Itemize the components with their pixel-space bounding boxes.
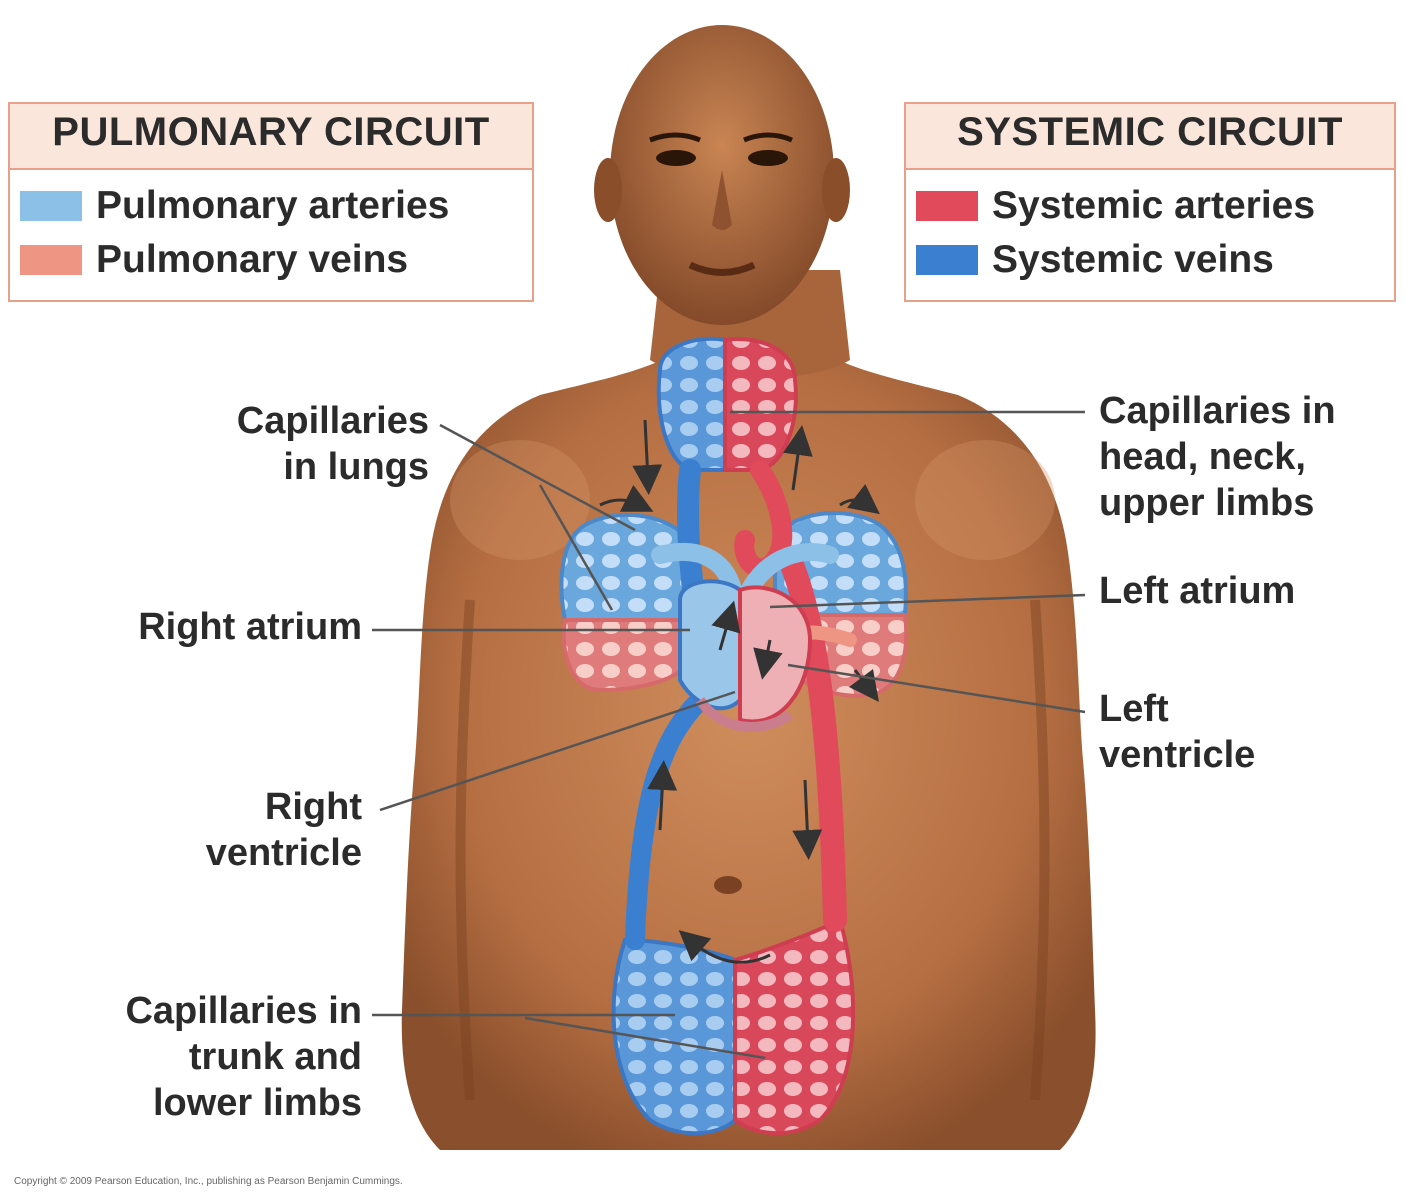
legend-body	[10, 170, 532, 300]
leader-lines	[372, 410, 1086, 1060]
label-capillaries-in-lungs: Capillaries in lungs	[236, 400, 429, 488]
legend-item-systemic-arteries: Systemic arteries	[916, 184, 1315, 228]
legend-label: Systemic veins	[992, 238, 1274, 281]
flow-arrows	[599, 419, 880, 964]
lung-capillaries-right	[559, 512, 692, 693]
label-right-ventricle: Right ventricle	[205, 786, 362, 874]
pulmonary-legend-title: PULMONARY CIRCUIT	[52, 110, 490, 154]
head	[594, 25, 850, 325]
label-left-ventricle: Left ventricle	[1099, 688, 1256, 776]
label-left-atrium: Left atrium	[1099, 570, 1296, 612]
copyright-notice: Copyright © 2009 Pearson Education, Inc.…	[14, 1176, 403, 1187]
legend-item-pulmonary-arteries: Pulmonary arteries	[20, 184, 449, 228]
head-neck-capillaries	[656, 336, 798, 472]
trunk-capillaries	[611, 917, 856, 1136]
legend-label: Pulmonary veins	[96, 238, 409, 281]
pulmonary-arteries-swatch	[20, 191, 82, 221]
legend-divider	[10, 168, 532, 170]
legend-label: Pulmonary arteries	[96, 184, 450, 227]
pulmonary-veins-swatch	[20, 245, 82, 275]
pulmonary-circuit-legend: PULMONARY CIRCUIT Pulmonary arteries Pul…	[8, 102, 534, 302]
navel	[714, 876, 742, 894]
label-capillaries-head-neck-upper-limbs: Capillaries in head, neck, upper limbs	[1099, 390, 1336, 524]
systemic-veins-swatch	[916, 245, 978, 275]
label-right-atrium: Right atrium	[138, 606, 362, 648]
systemic-arteries-swatch	[916, 191, 978, 221]
systemic-legend-title: SYSTEMIC CIRCUIT	[957, 110, 1343, 154]
label-capillaries-trunk-lower-limbs: Capillaries in trunk and lower limbs	[125, 990, 362, 1124]
systemic-circuit-legend: SYSTEMIC CIRCUIT Systemic arteries Syste…	[904, 102, 1396, 302]
legend-label: Systemic arteries	[992, 184, 1316, 227]
legend-divider	[906, 168, 1394, 170]
legend-body	[906, 170, 1394, 300]
legend-item-pulmonary-veins: Pulmonary veins	[20, 238, 408, 282]
legend-item-systemic-veins: Systemic veins	[916, 238, 1274, 282]
